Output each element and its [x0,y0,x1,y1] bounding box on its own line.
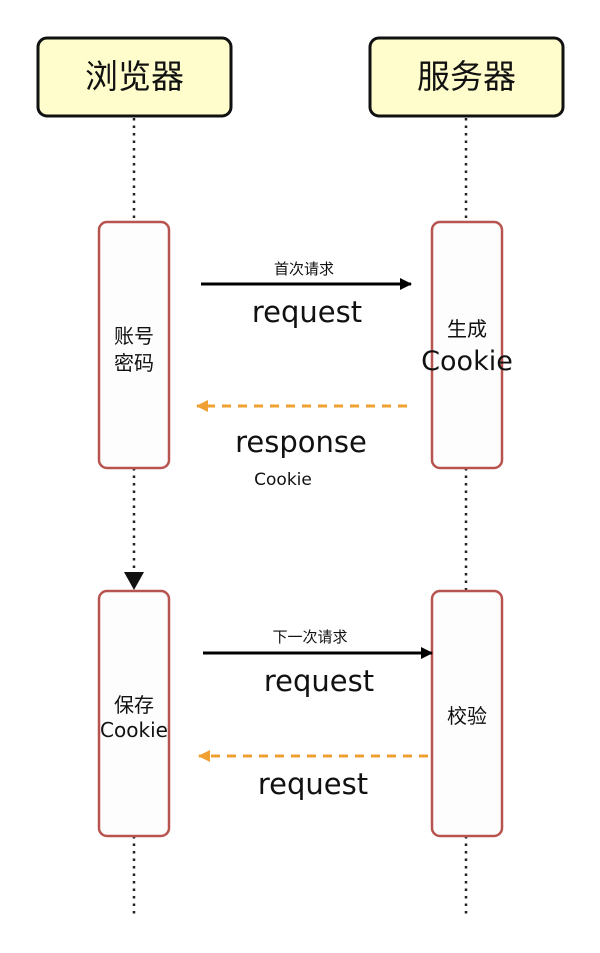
server-actor-label: 服务器 [417,57,516,96]
first-request-message: 首次请求 request [201,260,412,329]
save-cookie-line2: Cookie [100,718,168,742]
next-response-message: request [198,750,428,801]
next-response-label: request [258,767,368,801]
next-request-label: request [264,664,374,698]
login-box-line1: 账号 [114,324,154,348]
server-actor: 服务器 [368,36,565,118]
first-request-label: request [252,295,362,329]
first-response-label: response [235,425,367,459]
browser-actor: 浏览器 [36,36,233,118]
next-request-caption: 下一次请求 [272,628,347,646]
save-cookie-box: 保存 Cookie [97,589,171,838]
login-box-line2: 密码 [114,351,154,375]
login-box: 账号 密码 [97,220,171,470]
generate-cookie-line1: 生成 [447,317,487,341]
transition-arrowhead [124,572,144,590]
first-response-message: response Cookie [196,400,407,490]
save-cookie-line1: 保存 [114,693,154,717]
verify-box: 校验 [430,589,504,838]
first-request-caption: 首次请求 [274,260,334,278]
generate-cookie-box: 生成 Cookie [421,220,513,470]
first-response-sublabel: Cookie [254,470,312,490]
generate-cookie-line2: Cookie [421,346,513,377]
next-request-message: 下一次请求 request [203,628,433,698]
verify-box-line1: 校验 [447,704,487,728]
browser-actor-label: 浏览器 [85,57,184,96]
